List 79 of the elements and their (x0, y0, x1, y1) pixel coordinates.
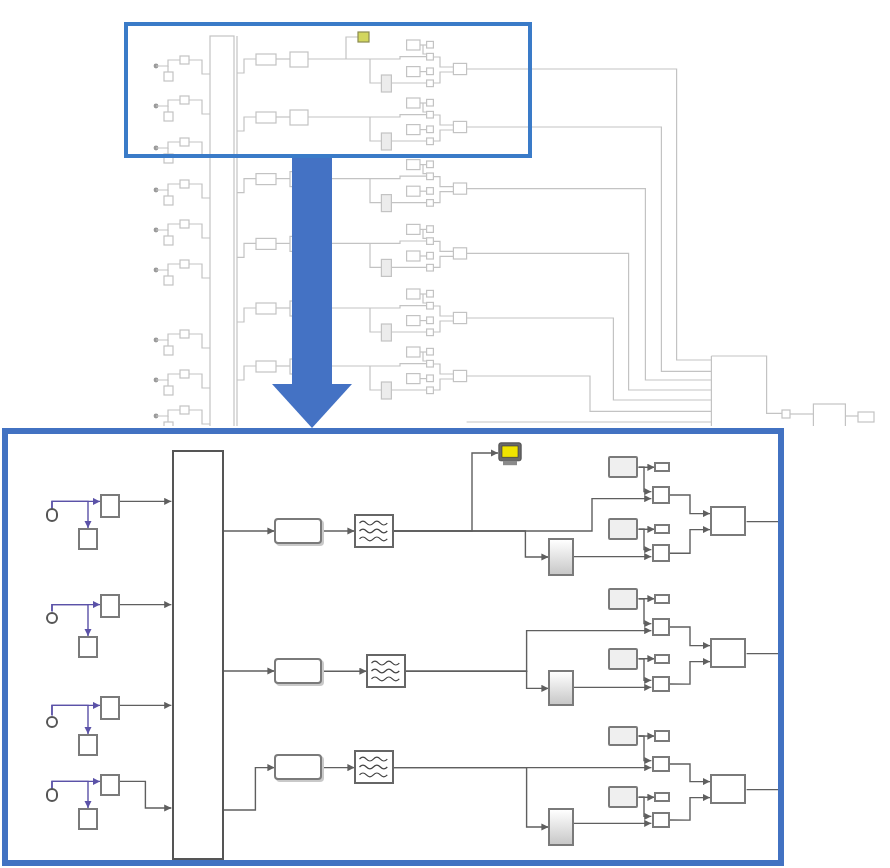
signal-arrow (320, 764, 356, 772)
function-block (710, 638, 747, 669)
function-block (274, 658, 322, 684)
function-block (654, 730, 670, 742)
signal-arrow (119, 497, 173, 505)
signal-arrow (392, 495, 653, 532)
signal-arrow (119, 701, 173, 709)
function-block (274, 518, 322, 544)
function-block (651, 544, 670, 562)
signal-arrow (51, 704, 92, 735)
signal-arrow (51, 500, 92, 529)
signal-arrow (669, 494, 711, 518)
function-block (651, 618, 670, 636)
signal-arrow (669, 626, 711, 650)
signal-arrow (392, 764, 653, 772)
function-block (710, 774, 747, 805)
function-block (100, 773, 120, 796)
function-block (654, 791, 670, 803)
signal-arrow (637, 528, 653, 554)
function-block (651, 811, 670, 829)
signal-arrow (637, 735, 653, 765)
signal-line (745, 520, 779, 523)
function-block (548, 670, 574, 707)
signal-arrow (572, 819, 653, 827)
function-block (654, 461, 670, 473)
signal-arrow (222, 527, 276, 535)
function-block (100, 594, 120, 617)
function-block (651, 486, 670, 504)
signal-arrow (572, 553, 653, 561)
signal-arrow (404, 627, 653, 672)
function-block (654, 593, 670, 605)
signal-line (745, 652, 779, 655)
signal-arrow (51, 603, 92, 637)
function-block (608, 518, 639, 540)
function-block (78, 808, 98, 830)
signal-arrow (669, 658, 711, 685)
signal-arrow (669, 763, 711, 786)
function-block (608, 456, 639, 478)
signal-arrow (222, 764, 276, 811)
function-block (548, 538, 574, 576)
bus-block (171, 450, 224, 860)
function-block (608, 786, 639, 808)
function-block (78, 636, 98, 658)
function-block (654, 653, 670, 665)
function-block (608, 725, 639, 747)
function-block (651, 755, 670, 773)
function-block (100, 696, 120, 719)
signal-arrow (119, 601, 173, 609)
function-block (78, 528, 98, 550)
function-block (710, 506, 747, 537)
signal-arrow (637, 796, 653, 820)
function-block (548, 808, 574, 846)
scope-icon (498, 441, 522, 465)
signal-arrow (222, 667, 276, 675)
function-block (654, 523, 670, 535)
signal-arrow (637, 658, 653, 684)
signal-arrow (669, 526, 711, 554)
signal-arrow (637, 598, 653, 628)
highlight-frame (124, 22, 532, 158)
port-circle (45, 508, 59, 522)
port-circle (45, 715, 59, 729)
function-block (651, 675, 670, 693)
port-circle (45, 788, 59, 802)
block-arrow (272, 158, 352, 428)
signal-arrow (119, 780, 173, 812)
signal-arrow (51, 780, 92, 809)
port-circle (45, 611, 59, 625)
function-block (100, 494, 120, 517)
signal-arrow (637, 466, 653, 496)
function-block (608, 648, 639, 670)
zoom-inset-frame (2, 428, 784, 866)
signal-line (745, 788, 779, 791)
signal-arrow (669, 794, 711, 821)
signal-arrow (320, 527, 356, 535)
signal-arrow (320, 667, 368, 675)
function-block (608, 588, 639, 610)
signal-arrow (572, 683, 653, 691)
function-block (274, 754, 322, 781)
function-block (78, 734, 98, 756)
